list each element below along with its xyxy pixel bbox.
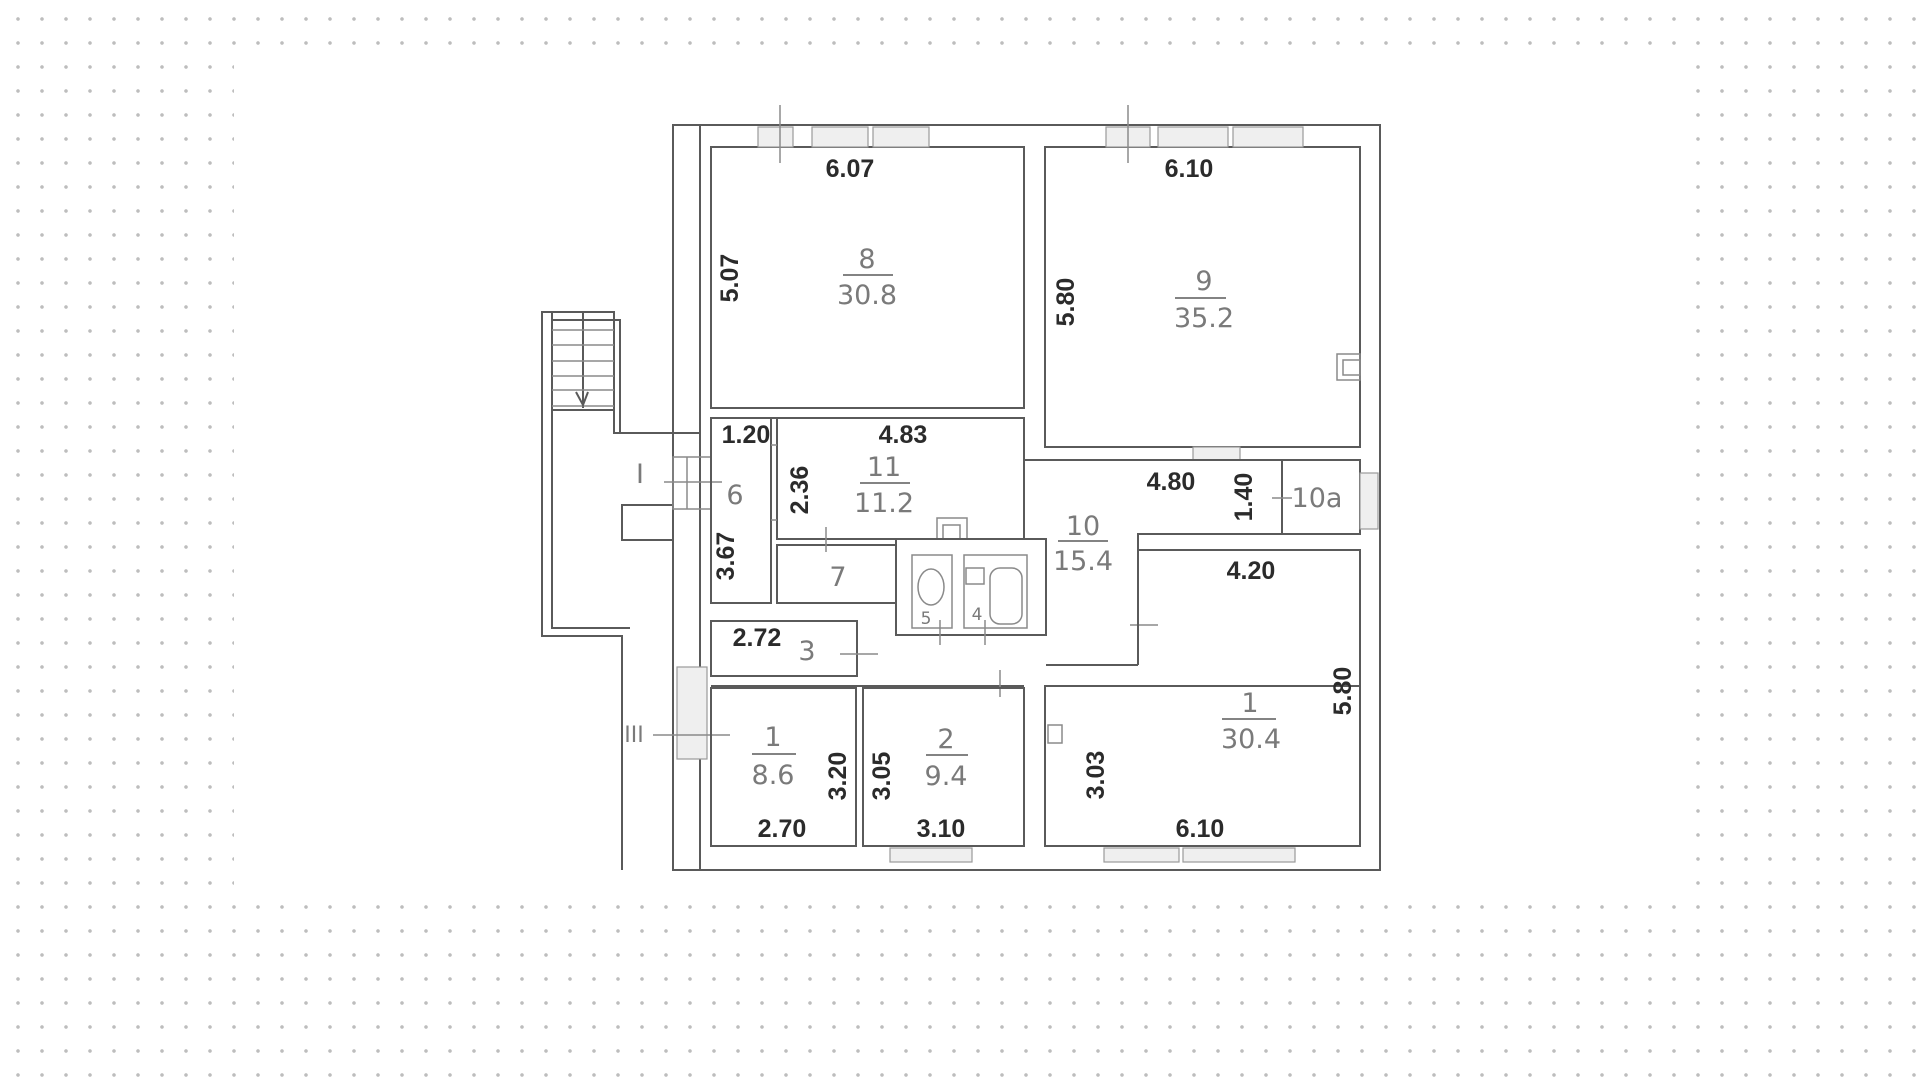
dim-r11-length: 2.36 xyxy=(786,466,814,515)
bathroom-block xyxy=(895,538,1047,645)
room-3-id: 3 xyxy=(798,636,815,667)
rooms-1-2 xyxy=(710,687,1025,863)
section-mark-I: I xyxy=(636,459,644,490)
room-9 xyxy=(1044,105,1361,461)
room-8-area: 30.8 xyxy=(837,280,897,311)
room-11-id: 11 xyxy=(867,452,901,483)
room-9-id: 9 xyxy=(1195,266,1212,297)
dim-r2-width: 3.10 xyxy=(917,815,966,843)
dim-r1b-length-2: 3.03 xyxy=(1082,751,1110,800)
dim-r8-length: 5.07 xyxy=(716,254,744,303)
room-11-area: 11.2 xyxy=(854,488,914,519)
dim-r6-length: 3.67 xyxy=(712,532,740,581)
stair-direction-arrow-icon xyxy=(575,391,589,408)
room-10a-id: 10a xyxy=(1292,483,1343,514)
dim-r1b-width-bottom: 6.10 xyxy=(1176,815,1225,843)
room-2-id: 2 xyxy=(937,724,954,755)
room-4-id: 4 xyxy=(972,605,983,625)
dim-r6-width: 1.20 xyxy=(722,421,771,449)
room-10-area: 15.4 xyxy=(1053,546,1113,577)
room-2-area: 9.4 xyxy=(925,761,968,792)
room-7-id: 7 xyxy=(829,562,846,593)
section-mark-III: III xyxy=(624,723,643,748)
dim-r1b-length: 5.80 xyxy=(1329,667,1357,716)
room-5-id: 5 xyxy=(921,609,932,629)
toilet-icon xyxy=(917,568,945,606)
dimension-labels: 6.07 5.07 6.10 5.80 1.20 4.83 2.36 3.67 … xyxy=(712,155,1357,843)
dim-r1b-width-top: 4.20 xyxy=(1227,557,1276,585)
room-1-large-id: 1 xyxy=(1241,688,1258,719)
room-8-id: 8 xyxy=(858,244,875,275)
room-3 xyxy=(710,620,1024,697)
bathtub-icon xyxy=(989,567,1023,625)
room-1-large xyxy=(1044,549,1361,863)
staircase xyxy=(541,311,730,870)
dim-r9-width: 6.10 xyxy=(1165,155,1214,183)
dim-r10-length: 1.40 xyxy=(1230,473,1258,522)
room-labels: 8 30.8 9 35.2 11 11.2 6 7 5 4 10 15.4 10… xyxy=(624,244,1342,792)
room-10-id: 10 xyxy=(1066,511,1100,542)
sink-icon xyxy=(965,567,985,585)
dim-r11-width: 4.83 xyxy=(879,421,928,449)
room-1-small-id: 1 xyxy=(764,722,781,753)
dim-r3-width: 2.72 xyxy=(733,624,782,652)
dim-r10-width: 4.80 xyxy=(1147,468,1196,496)
dim-r8-width: 6.07 xyxy=(826,155,875,183)
dim-r9-length: 5.80 xyxy=(1052,278,1080,327)
room-6-id: 6 xyxy=(726,480,743,511)
room-1-small-area: 8.6 xyxy=(752,760,795,791)
dim-r1s-width: 2.70 xyxy=(758,815,807,843)
dim-r1s-length: 3.20 xyxy=(824,752,852,801)
dim-r2-length: 3.05 xyxy=(868,752,896,801)
room-1-large-area: 30.4 xyxy=(1221,724,1281,755)
room-9-area: 35.2 xyxy=(1174,303,1234,334)
